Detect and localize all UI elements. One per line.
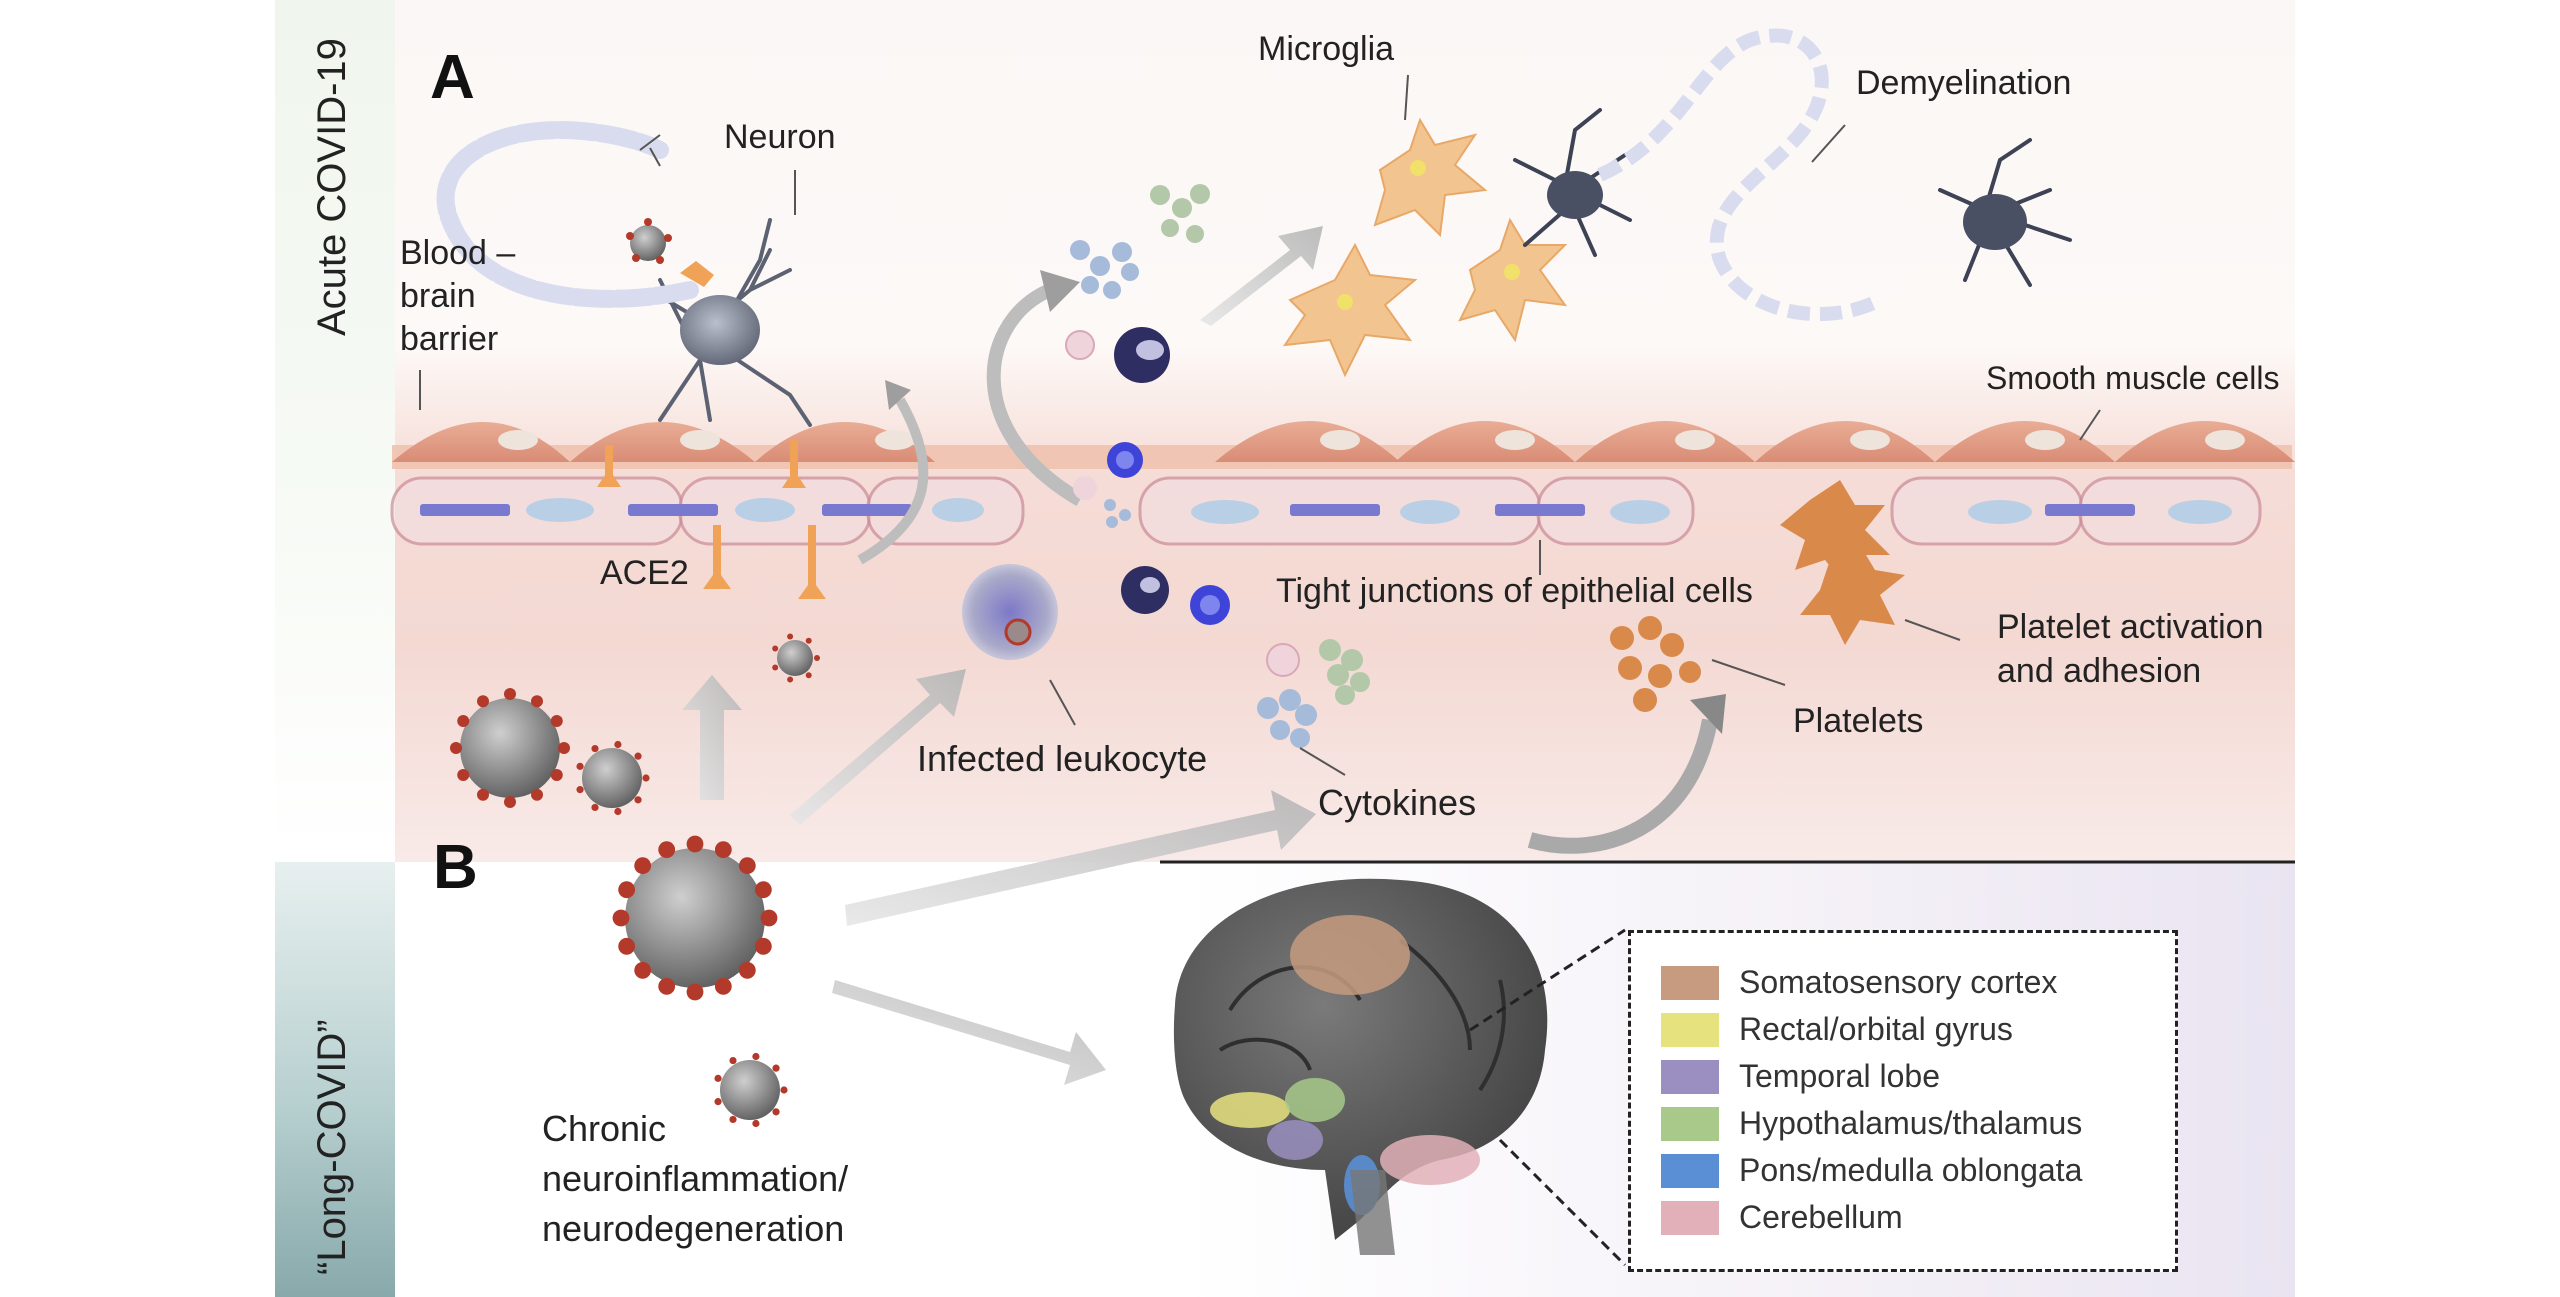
cytokines-bottom-green: [1319, 639, 1370, 705]
label-chronic-1: Chronic: [542, 1108, 667, 1149]
brain-region-legend: Somatosensory cortex Rectal/orbital gyru…: [1628, 930, 2178, 1272]
label-chronic-2: neuroinflammation/: [542, 1158, 849, 1199]
legend-label: Pons/medulla oblongata: [1739, 1152, 2083, 1188]
endothelial-nuclei: [526, 498, 2232, 524]
virus-small-2: [720, 1060, 780, 1120]
demyelinated-axon: [1597, 28, 1884, 322]
label-tight-junctions: Tight junctions of epithelial cells: [1276, 572, 1753, 610]
legend-swatch: [1661, 1154, 1719, 1188]
label-chronic-3: neurodegeneration: [542, 1208, 845, 1249]
label-neuron: Neuron: [724, 118, 836, 156]
curved-arrow-platelets: [1527, 718, 1718, 854]
label-bbb-1: Blood –: [400, 234, 516, 272]
cytokines-top-blue: [1070, 240, 1139, 299]
label-demyelination: Demyelination: [1856, 64, 2072, 102]
label-ace2: ACE2: [600, 554, 689, 592]
smooth-muscle-layer: [392, 421, 2295, 469]
cytokines-top-green: [1150, 184, 1210, 243]
virus-medium-1: [460, 698, 560, 798]
legend-swatch: [1661, 1201, 1719, 1235]
cytokines-bottom-blue: [1257, 689, 1317, 748]
virus-large: [625, 848, 765, 988]
panel-letter-a: A: [430, 43, 475, 112]
curved-arrow-transmigration: [986, 283, 1084, 507]
legend-swatch: [1661, 1107, 1719, 1141]
long-side-strip: [275, 862, 395, 1297]
label-platelet-activation-2: and adhesion: [1997, 652, 2202, 690]
activated-platelets: [1780, 480, 1905, 645]
panel-letter-b: B: [433, 833, 478, 902]
neuron-body: [680, 295, 760, 365]
virus-small-1: [777, 640, 813, 676]
neuron: [648, 218, 812, 427]
tight-junctions: [420, 504, 2135, 516]
label-platelets: Platelets: [1793, 702, 1924, 740]
long-covid-side-label: “Long-COVID”: [310, 1019, 354, 1275]
legend-swatch: [1661, 1013, 1719, 1047]
label-cytokines: Cytokines: [1318, 782, 1477, 823]
legend-label: Hypothalamus/thalamus: [1739, 1105, 2083, 1141]
flow-arrows: [682, 226, 1323, 1085]
virus-small-neuron: [626, 218, 672, 264]
ace2-receptors: [597, 261, 826, 599]
legend-label: Temporal lobe: [1739, 1058, 1940, 1094]
platelets: [1610, 616, 1701, 712]
infected-leukocyte: [962, 564, 1058, 660]
label-platelet-activation-1: Platelet activation: [1997, 608, 2264, 646]
label-microglia: Microglia: [1258, 30, 1395, 68]
microglia: [1282, 117, 1568, 378]
brain-illustration: [1173, 878, 1548, 1255]
label-bbb-2: brain: [400, 277, 476, 315]
label-smooth-muscle: Smooth muscle cells: [1986, 360, 2280, 396]
virus-medium-2: [582, 748, 642, 808]
legend-label: Rectal/orbital gyrus: [1739, 1011, 2013, 1047]
legend-swatch: [1661, 966, 1719, 1000]
label-infected-leukocyte: Infected leukocyte: [917, 738, 1208, 779]
legend-label: Somatosensory cortex: [1739, 964, 2058, 1000]
label-bbb-3: barrier: [400, 320, 499, 358]
acute-covid-side-label: Acute COVID-19: [310, 38, 354, 336]
legend-label: Cerebellum: [1739, 1199, 1903, 1235]
neuron-axon: [436, 120, 699, 308]
acute-side-strip: [275, 0, 395, 862]
legend-swatch: [1661, 1060, 1719, 1094]
curved-arrow-neuron: [857, 397, 929, 565]
